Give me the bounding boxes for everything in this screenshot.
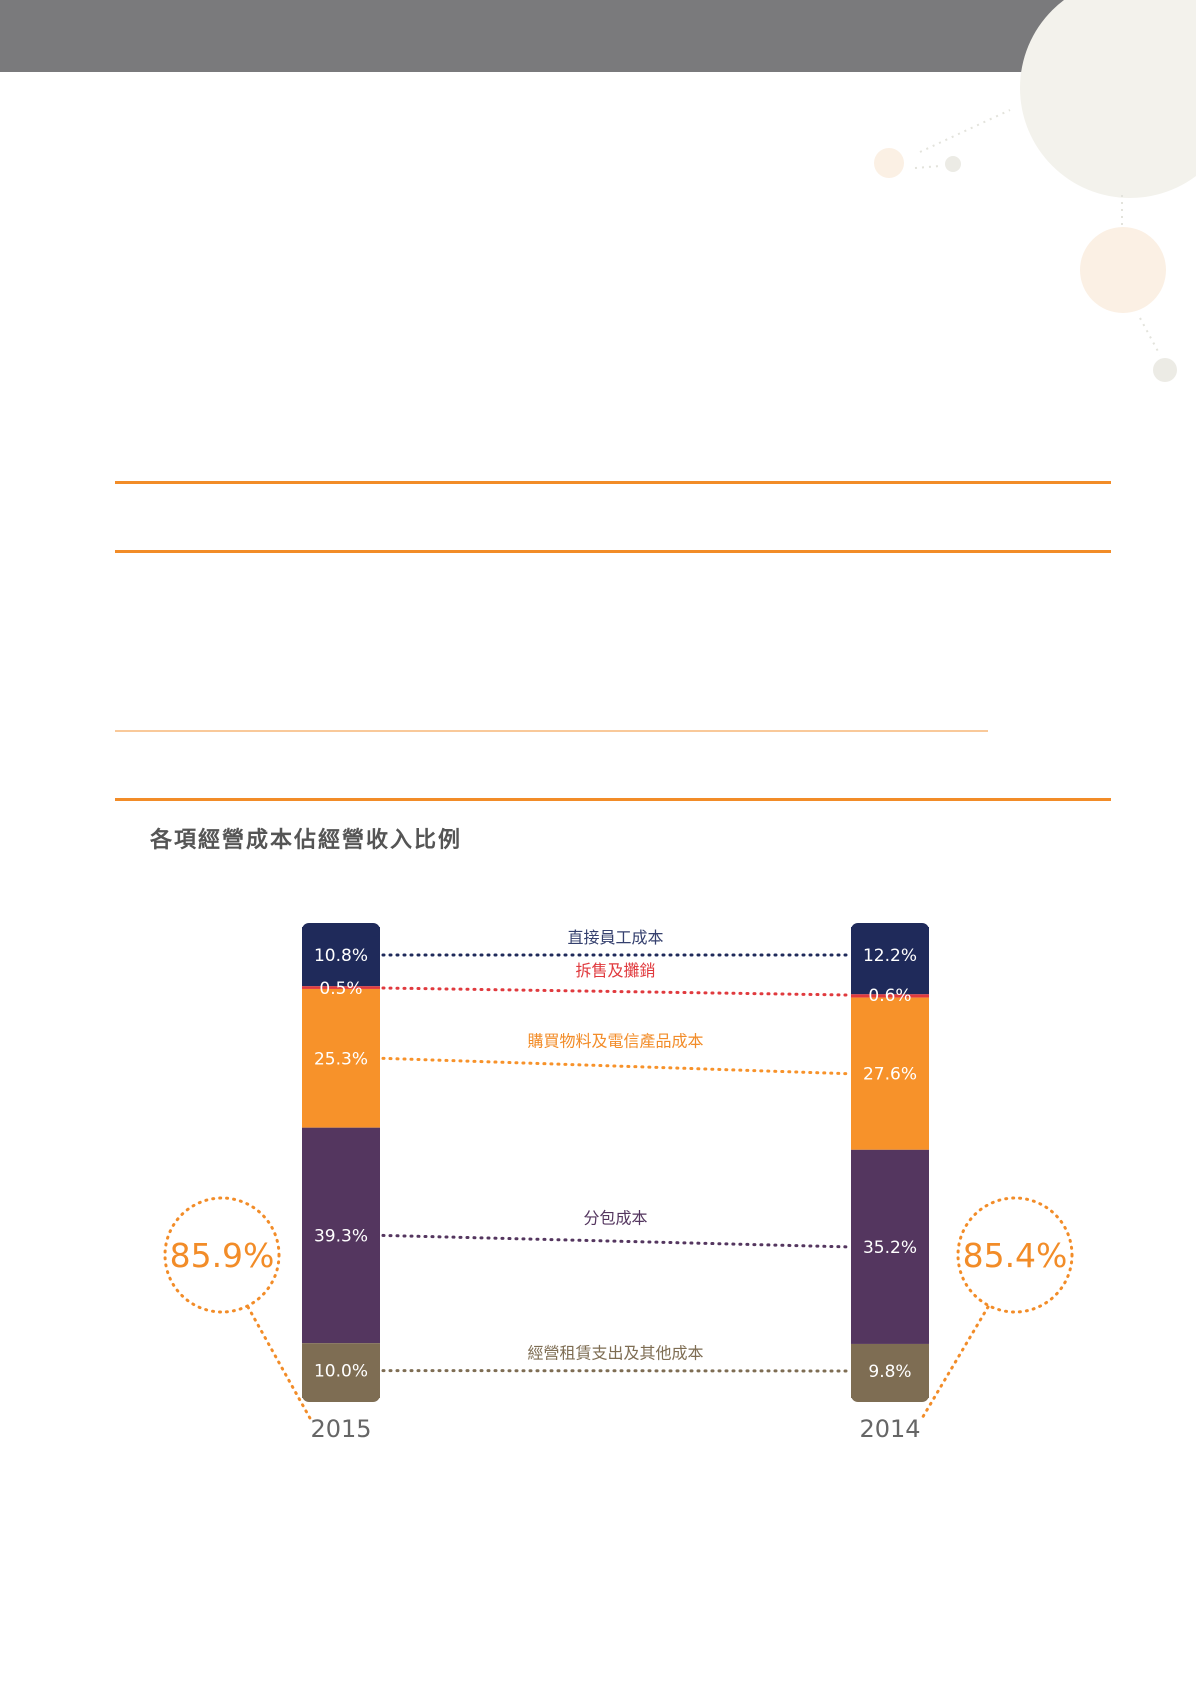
total-value-2014: 85.4% [963, 1236, 1068, 1275]
total-callout-circle-2015 [163, 1196, 281, 1314]
total-callout-pointer-2014 [919, 1305, 990, 1422]
bar-segment-2015-3 [302, 1127, 380, 1344]
decor-peach-circle [1080, 227, 1166, 313]
total-callout-circle-2014 [956, 1196, 1074, 1314]
value-label-2014-0: 12.2% [863, 946, 917, 966]
decor-large-circle [1020, 0, 1196, 198]
total-callout-pointer-2015 [246, 1305, 313, 1422]
value-label-2015-4: 10.0% [314, 1362, 368, 1382]
total-value-2015: 85.9% [170, 1236, 275, 1275]
chart-title: 各項經營成本佔經營收入比例 [150, 828, 463, 853]
bar-cap-top-2014 [851, 923, 929, 937]
value-label-2014-1: 0.6% [868, 986, 911, 1006]
year-label-2015: 2015 [310, 1415, 371, 1443]
light-rule [115, 730, 988, 732]
orange-rule-3 [115, 798, 1111, 801]
series-label-3: 分包成本 [583, 1208, 647, 1227]
decor-small-peach-circle [874, 148, 904, 178]
value-label-2015-1: 0.5% [319, 979, 362, 999]
value-label-2014-2: 27.6% [863, 1065, 917, 1085]
connector-line-3 [381, 1233, 850, 1249]
value-label-2015-2: 25.3% [314, 1049, 368, 1069]
value-label-2015-3: 39.3% [314, 1226, 368, 1246]
decor-grey-dot [945, 156, 961, 172]
year-label-2014: 2014 [859, 1415, 920, 1443]
background-decoration [874, 0, 1196, 382]
bar-segment-2015-1 [302, 986, 380, 989]
bar-segment-2014-0 [851, 927, 929, 995]
decor-grey-dot-low [1153, 358, 1177, 382]
orange-rule-1 [115, 481, 1111, 484]
bar-cap-bottom-2015 [302, 1388, 380, 1402]
bar-segment-2014-1 [851, 994, 929, 998]
series-label-4: 經營租賃支出及其他成本 [527, 1344, 703, 1363]
value-label-2015-0: 10.8% [314, 946, 368, 966]
bar-segment-2014-3 [851, 1149, 929, 1344]
series-label-2: 購買物料及電信產品成本 [527, 1031, 703, 1050]
top-header-bar [0, 0, 1196, 72]
bar-cap-bottom-2014 [851, 1388, 929, 1402]
decor-dotted-link [914, 109, 1161, 356]
connector-line-1 [381, 986, 850, 997]
series-label-1: 拆售及攤銷 [575, 961, 655, 980]
bar-segment-2015-2 [302, 988, 380, 1128]
orange-rule-2 [115, 550, 1111, 553]
bar-cap-top-2015 [302, 923, 380, 937]
bar-segment-2014-2 [851, 997, 929, 1150]
value-label-2014-4: 9.8% [868, 1362, 911, 1382]
value-label-2014-3: 35.2% [863, 1238, 917, 1258]
connector-line-2 [381, 1056, 850, 1076]
series-label-0: 直接員工成本 [567, 928, 663, 947]
